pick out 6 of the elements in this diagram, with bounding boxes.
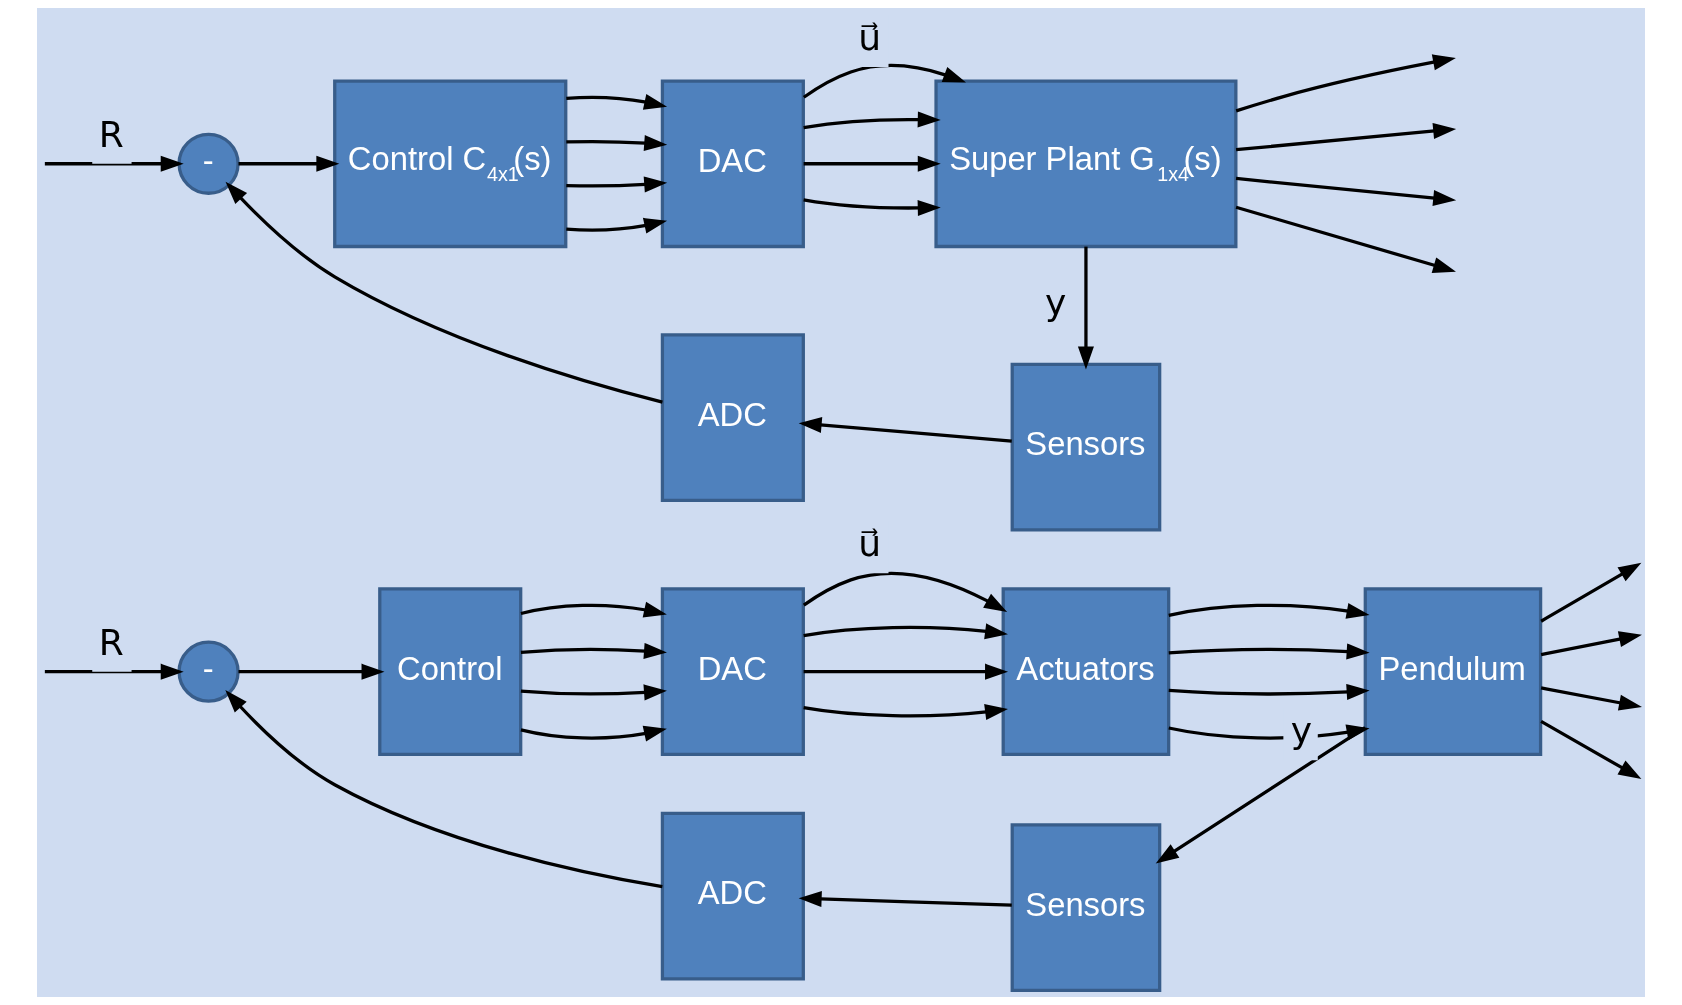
edge-label: R: [98, 113, 124, 155]
edge-label: y: [1290, 710, 1313, 752]
edge-label: u⃗: [858, 523, 882, 565]
edge-label: R: [98, 621, 124, 663]
edge-label: y: [1044, 281, 1067, 323]
edge-label: u⃗: [858, 17, 882, 59]
